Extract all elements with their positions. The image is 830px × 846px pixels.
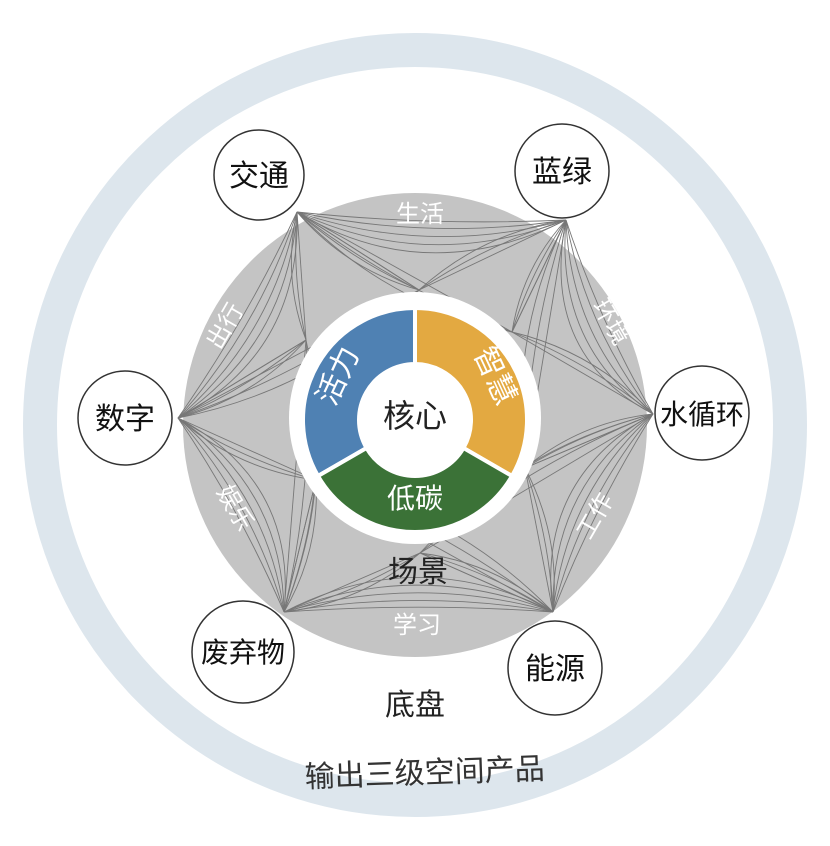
mesh-line (283, 552, 421, 613)
base-traffic: 交通 (213, 129, 305, 221)
mesh-line (524, 467, 554, 613)
mesh-line (511, 219, 567, 333)
mesh-line (283, 600, 554, 613)
mesh-line (524, 413, 654, 469)
mesh-line (177, 211, 298, 419)
mesh-line (565, 219, 654, 415)
base-title: 底盘 (385, 688, 445, 723)
mesh-line (177, 417, 285, 613)
output-title: 输出三级空间产品 (304, 752, 545, 795)
mesh-line (552, 413, 654, 613)
mesh-line (511, 219, 567, 333)
base-bluegreen: 蓝绿 (514, 123, 610, 219)
mesh-line (524, 413, 654, 469)
base-label-traffic: 交通 (229, 159, 289, 194)
base-digital: 数字 (77, 370, 173, 466)
mesh-line (511, 331, 654, 415)
mesh-line (565, 219, 654, 415)
mesh-line (177, 339, 307, 419)
segment-lowcarbon (315, 445, 515, 534)
base-label-waste: 废弃物 (201, 636, 285, 669)
mesh-line (177, 417, 317, 481)
scenario-life: 生活 (396, 200, 444, 228)
base-label-digital: 数字 (95, 402, 155, 437)
base-water-cycle: 水循环 (654, 365, 750, 461)
segment-smart (413, 305, 529, 479)
mesh-line (296, 211, 420, 291)
mesh-line (177, 211, 298, 419)
mesh-line (511, 331, 654, 415)
base-label-energy: 能源 (525, 652, 585, 687)
mesh-line (418, 219, 567, 291)
mesh-line (565, 219, 654, 415)
core-circle (363, 363, 467, 467)
mesh-line (552, 413, 654, 613)
mesh-lines (177, 211, 654, 613)
mesh-line (296, 211, 420, 291)
mesh-line (560, 219, 654, 415)
mesh-line (511, 331, 654, 415)
mesh-line (296, 211, 567, 254)
scenario-study: 学习 (393, 611, 441, 639)
mesh-line (296, 211, 567, 230)
mesh-line (177, 417, 317, 481)
mesh-line (419, 552, 554, 613)
scenario-title: 场景 (388, 555, 448, 590)
mesh-line (177, 211, 298, 419)
mesh-line (283, 552, 421, 613)
mesh-line (419, 552, 554, 613)
base-waste: 废弃物 (191, 600, 295, 704)
mesh-line (290, 211, 307, 341)
mesh-line (511, 219, 567, 333)
mesh-line (296, 211, 567, 223)
mesh-line (177, 417, 285, 613)
mesh-line (283, 479, 317, 613)
outer-ring (23, 33, 807, 817)
mesh-line (283, 584, 554, 613)
mesh-line (296, 211, 307, 341)
mesh-line (524, 467, 554, 613)
mesh-line (177, 417, 317, 481)
mesh-line (177, 339, 307, 419)
mesh-line (283, 552, 421, 613)
base-label-bluegreen: 蓝绿 (532, 155, 592, 190)
mesh-line (177, 417, 285, 613)
mesh-line (552, 413, 654, 613)
mesh-line (177, 339, 307, 419)
base-label-water-cycle: 水循环 (660, 398, 744, 431)
mesh-line (295, 211, 307, 341)
segment-label-lowcarbon: 低碳 (387, 482, 443, 515)
mesh-line (418, 219, 567, 291)
mesh-line (283, 592, 554, 613)
mesh-line (418, 219, 567, 291)
segment-vitality (301, 305, 417, 479)
mesh-line (177, 211, 298, 419)
core-label: 核心 (383, 397, 447, 435)
mesh-line (564, 219, 654, 415)
mesh-line (524, 467, 555, 613)
base-energy: 能源 (507, 620, 603, 716)
mesh-line (283, 606, 554, 613)
